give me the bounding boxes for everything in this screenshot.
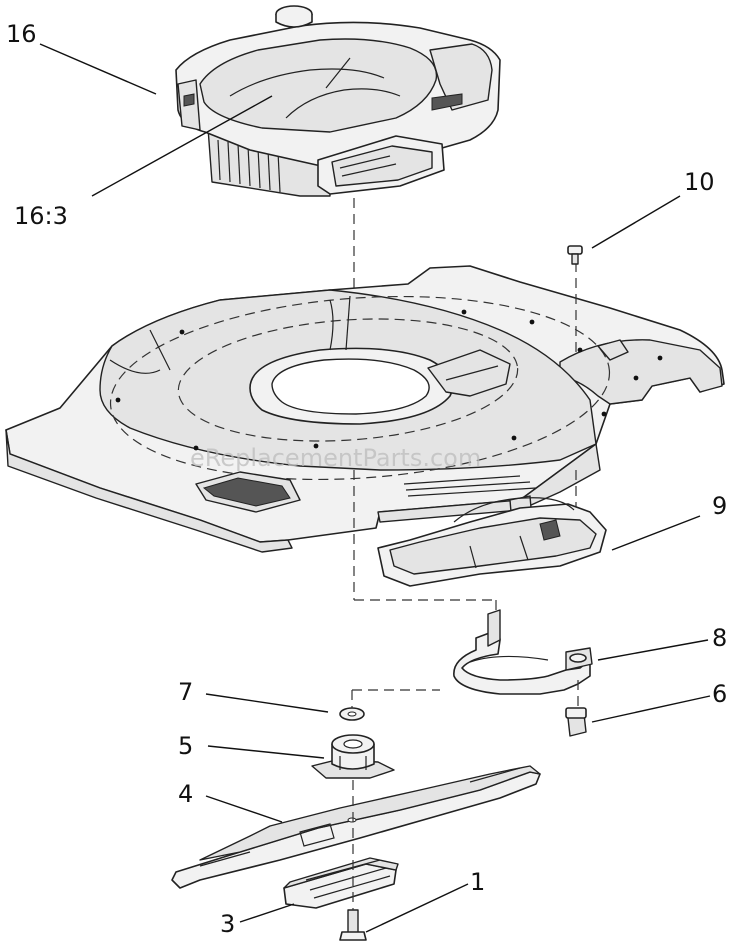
leader-9 <box>611 515 701 551</box>
label-4: 4 <box>178 780 193 808</box>
nut-6 <box>565 707 587 737</box>
leader-4 <box>205 795 283 823</box>
label-3: 3 <box>220 910 235 938</box>
leader-8 <box>597 639 709 661</box>
leader-5 <box>207 745 325 759</box>
label-6: 6 <box>712 680 727 708</box>
stiffener-3 <box>283 857 399 909</box>
baffle-9 <box>377 497 607 587</box>
leader-6 <box>591 695 711 723</box>
label-16: 16 <box>6 20 37 48</box>
bolt-10 <box>567 245 583 265</box>
washer-7 <box>339 707 365 721</box>
label-7: 7 <box>178 678 193 706</box>
label-8: 8 <box>712 624 727 652</box>
leader-1 <box>365 883 469 933</box>
label-10: 10 <box>684 168 715 196</box>
label-5: 5 <box>178 732 193 760</box>
watermark: eReplacementParts.com <box>190 444 481 472</box>
label-9: 9 <box>712 492 727 520</box>
adapter-5 <box>311 734 395 779</box>
engine <box>175 5 501 197</box>
label-1: 1 <box>470 868 485 896</box>
leader-3 <box>239 903 295 923</box>
mower-deck <box>5 265 725 553</box>
leader-16 <box>39 43 157 95</box>
leader-7 <box>205 693 329 713</box>
leader-16-3 <box>91 95 273 197</box>
blade-4 <box>171 765 541 889</box>
bolt-1 <box>339 909 367 941</box>
label-16-3: 16:3 <box>14 202 68 230</box>
leader-10 <box>591 195 681 249</box>
bracket-8 <box>453 609 593 695</box>
